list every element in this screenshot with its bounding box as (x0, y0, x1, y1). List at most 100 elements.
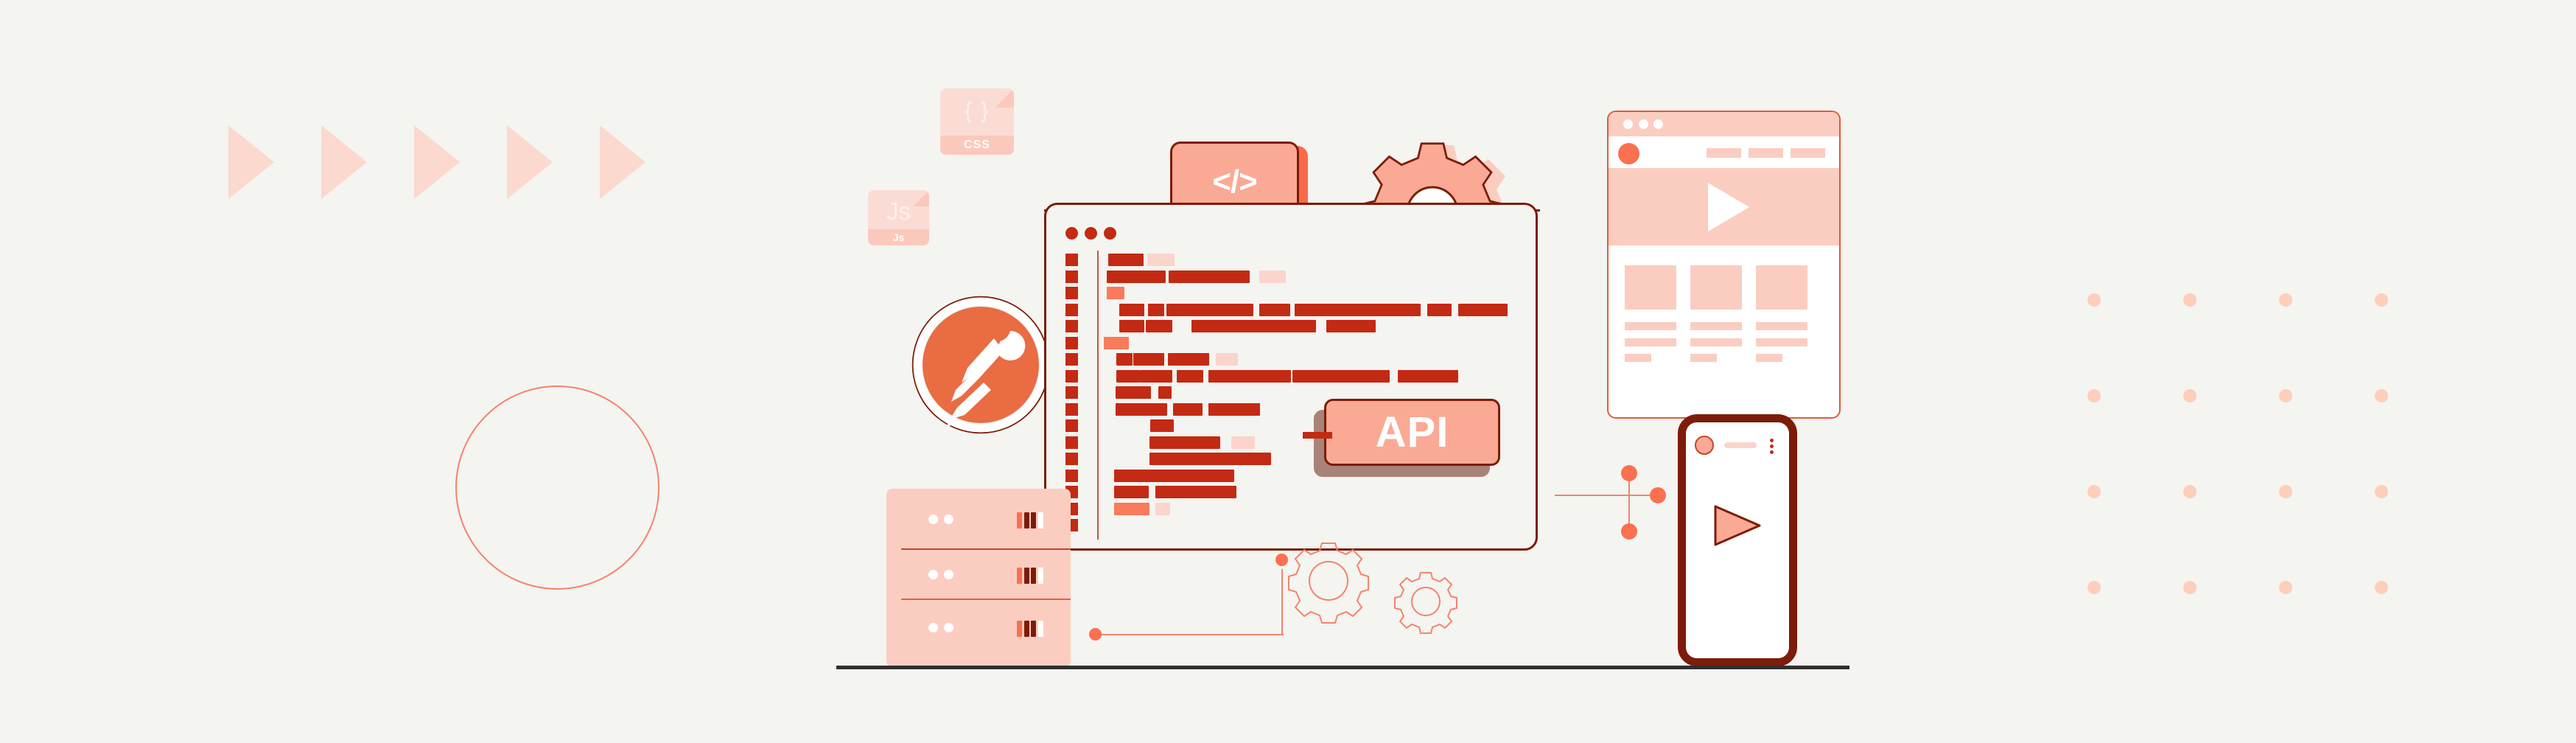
window-dot-minimize[interactable] (1639, 119, 1648, 129)
card-line (1625, 322, 1676, 330)
browser-mockup[interactable] (1607, 111, 1841, 419)
window-dot-maximize[interactable] (1104, 227, 1116, 240)
code-token (1114, 486, 1149, 498)
code-token (1140, 369, 1172, 383)
connector-line-h (1555, 495, 1658, 496)
server-led (928, 514, 938, 524)
code-token (1149, 453, 1271, 465)
code-token (1119, 320, 1144, 332)
code-token (1166, 303, 1253, 316)
server-bar (1038, 621, 1043, 637)
connector-dot-right (1650, 487, 1666, 503)
code-token (1114, 502, 1149, 515)
card-thumbnail-1 (1625, 265, 1676, 310)
code-token (1326, 320, 1376, 332)
hero-video-banner[interactable] (1609, 168, 1839, 245)
code-token (1116, 353, 1133, 366)
avatar-icon[interactable] (1695, 436, 1714, 455)
page-fold-icon (913, 190, 929, 206)
gutter-marker (1065, 419, 1078, 432)
page-fold-icon (995, 88, 1014, 108)
arrow-icon-4 (507, 125, 553, 199)
site-logo-icon[interactable] (1618, 143, 1639, 164)
code-token (1107, 287, 1124, 299)
code-token (1147, 254, 1175, 266)
gutter-marker (1065, 353, 1078, 366)
server-divider (901, 599, 1071, 600)
server-tier-3 (886, 599, 1071, 667)
code-token (1149, 436, 1220, 449)
card-line (1690, 338, 1742, 346)
code-token (1114, 469, 1234, 482)
css-glyph: { } (964, 99, 990, 123)
gutter-marker (1065, 336, 1078, 349)
code-token (1168, 353, 1209, 366)
wire-vertical (1281, 569, 1283, 635)
gutter-marker (1065, 303, 1078, 316)
code-token (1292, 369, 1390, 383)
card-line (1625, 354, 1651, 362)
code-token (1107, 270, 1166, 283)
card-line (1756, 354, 1782, 362)
code-token (1133, 353, 1164, 366)
code-token (1191, 320, 1316, 332)
server-tier-2 (886, 549, 1071, 599)
gutter-marker (1065, 287, 1078, 299)
grid-dot (2375, 581, 2388, 594)
css-label: CSS (940, 136, 1014, 155)
grid-dot (2183, 293, 2197, 307)
server-bar (1031, 568, 1036, 584)
window-dot-close[interactable] (1065, 227, 1078, 240)
card-line (1625, 338, 1676, 346)
connector-dot-top-small (1275, 554, 1288, 566)
code-token (1177, 369, 1203, 383)
code-token (1116, 369, 1140, 383)
code-token (1398, 369, 1458, 383)
server-bar (1031, 512, 1036, 529)
pen-tools-icon (947, 327, 1026, 427)
server-bar (1024, 568, 1029, 584)
code-token (1150, 419, 1174, 432)
play-icon[interactable] (1712, 503, 1764, 548)
server-led (944, 570, 953, 579)
nav-item-3[interactable] (1791, 148, 1825, 158)
code-token (1158, 386, 1172, 399)
card-line (1756, 322, 1807, 330)
gear-outline-small (1394, 572, 1457, 634)
js-glyph: Js (886, 198, 911, 225)
server-divider (901, 548, 1071, 550)
phone-mockup[interactable] (1678, 414, 1797, 666)
window-dot-maximize[interactable] (1653, 119, 1663, 129)
code-token (1155, 502, 1170, 515)
code-token (1104, 336, 1129, 349)
code-token (1208, 369, 1291, 383)
grid-dot (2279, 389, 2292, 402)
ground-line (836, 666, 1849, 669)
code-editor-window[interactable] (1044, 203, 1538, 551)
card-thumbnail-2 (1690, 265, 1742, 310)
server-led (928, 623, 938, 632)
grid-dot (2183, 485, 2197, 498)
connector-dot-left-small (1089, 628, 1102, 641)
server-bar (1024, 512, 1029, 529)
card-line (1690, 322, 1742, 330)
grid-dot (2279, 581, 2292, 594)
gutter-marker (1065, 386, 1078, 399)
api-block: API (1324, 399, 1500, 466)
code-token (1108, 254, 1144, 266)
server-rack (886, 489, 1071, 667)
code-token (1148, 303, 1164, 316)
grid-dot (2087, 389, 2101, 402)
window-dot-close[interactable] (1623, 119, 1633, 129)
play-icon[interactable] (1708, 183, 1749, 231)
nav-item-1[interactable] (1707, 148, 1741, 158)
gutter-marker (1065, 320, 1078, 332)
window-dot-minimize[interactable] (1085, 227, 1097, 240)
arrow-icon-3 (414, 125, 460, 199)
server-led (944, 623, 953, 632)
code-token (1155, 486, 1236, 498)
gutter-marker (1065, 270, 1078, 283)
grid-dot (2183, 581, 2197, 594)
grid-dot (2375, 389, 2388, 402)
nav-item-2[interactable] (1749, 148, 1783, 158)
